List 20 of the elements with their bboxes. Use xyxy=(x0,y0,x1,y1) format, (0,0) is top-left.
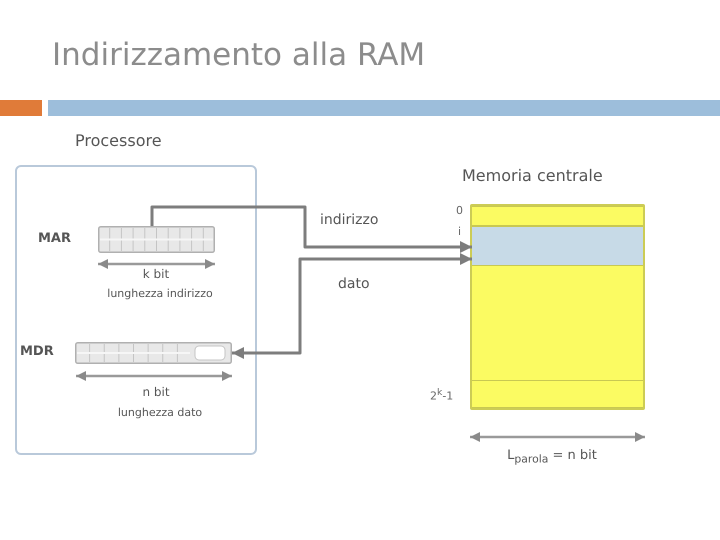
section-heading: Processore xyxy=(75,132,162,150)
row-address: 0 xyxy=(456,205,463,218)
register-label: MDR xyxy=(20,345,54,360)
dimension-label: k bit xyxy=(142,268,170,282)
dimension-caption: lunghezza indirizzo xyxy=(107,288,213,301)
row-address: i xyxy=(458,226,462,239)
section-heading: Memoria centrale xyxy=(462,167,603,186)
memory-row xyxy=(472,226,643,266)
memory-row xyxy=(472,206,643,226)
slide-title: Indirizzamento alla RAM xyxy=(52,38,426,74)
connector-arrow xyxy=(150,206,472,253)
dimension-label: n bit xyxy=(142,386,170,400)
connector-arrow xyxy=(232,253,472,359)
edge-label: dato xyxy=(338,276,370,292)
dimension-label: L$_{parola}$ = n bit xyxy=(507,449,597,466)
dimension-caption: lunghezza dato xyxy=(118,407,202,420)
memory-row xyxy=(472,380,643,408)
row-address: 2$^{k}$-1 xyxy=(430,388,454,404)
register-label: MAR xyxy=(38,232,72,246)
edge-label: indirizzo xyxy=(320,212,378,228)
